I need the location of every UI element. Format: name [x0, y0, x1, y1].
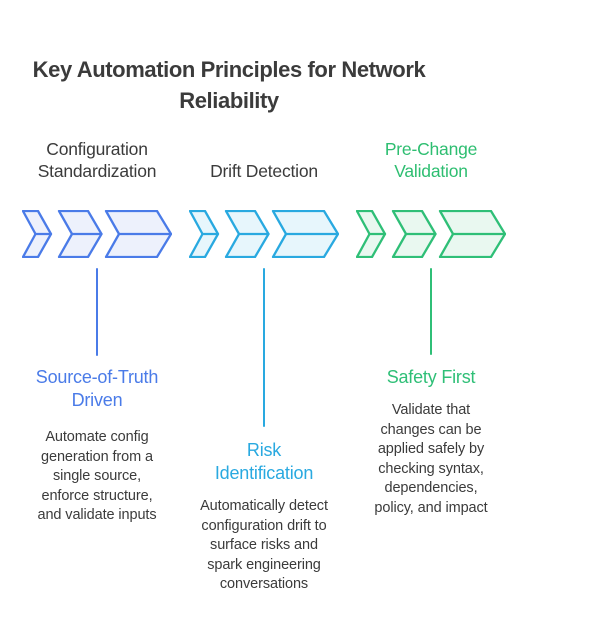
- column-subtitle: Risk Identification: [214, 440, 314, 483]
- triple-chevron-icon: [22, 210, 172, 258]
- connector-line: [429, 268, 432, 355]
- column-description: Automate config generation from a single…: [37, 429, 157, 523]
- column-header: Drift Detection: [210, 160, 318, 181]
- triple-chevron-icon: [356, 210, 506, 258]
- connector-line: [262, 268, 265, 427]
- triple-chevron-icon: [189, 210, 339, 258]
- column-subtitle: Safety First: [386, 367, 476, 387]
- column-description: Validate that changes can be applied saf…: [374, 402, 488, 516]
- page-title: Key Automation Principles for Network Re…: [32, 57, 426, 113]
- column-configuration-standardization: Configuration Standardization Source-of-…: [12, 0, 182, 637]
- connector-line: [95, 268, 98, 356]
- column-header: Pre-Change Validation: [384, 139, 478, 181]
- column-header: Configuration Standardization: [37, 139, 157, 181]
- column-drift-detection: Drift Detection Risk Identification Auto…: [179, 0, 349, 637]
- column-subtitle: Source-of-Truth Driven: [35, 367, 159, 410]
- column-pre-change-validation: Pre-Change Validation Safety First Valid…: [346, 0, 516, 637]
- column-description: Automatically detect configuration drift…: [200, 498, 328, 592]
